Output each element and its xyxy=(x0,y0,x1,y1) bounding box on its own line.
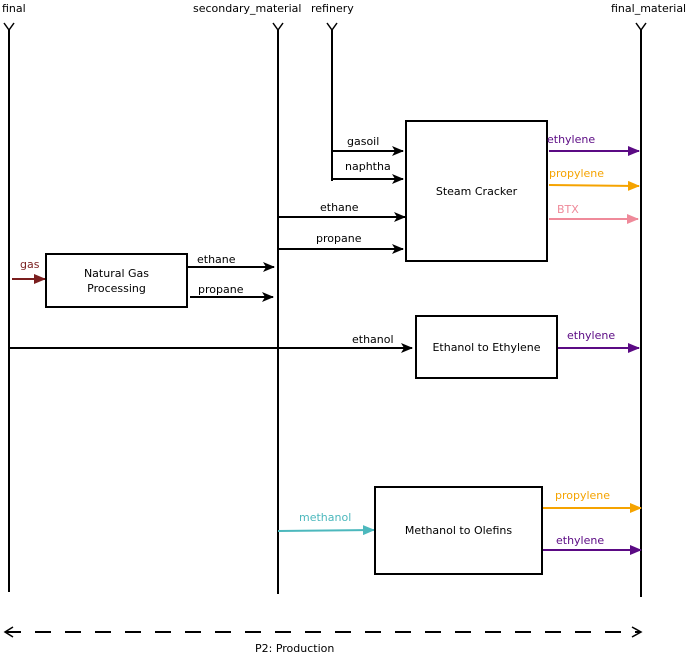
flow-label-sc-ethane: ethane xyxy=(320,201,359,214)
process-steam-cracker-label: Steam Cracker xyxy=(435,184,518,198)
flow-label-sc-ethylene: ethylene xyxy=(547,133,596,146)
flow-label-ngp-propane: propane xyxy=(198,283,244,296)
process-natural-gas-processing[interactable]: Natural Gas Processing xyxy=(45,253,188,308)
flow-label-sc-btx: BTX xyxy=(557,203,579,216)
flow-label-naphtha: naphtha xyxy=(345,160,391,173)
process-methanol-to-olefins[interactable]: Methanol to Olefins xyxy=(374,486,543,575)
flow-label-gasoil: gasoil xyxy=(347,135,380,148)
period-arrow xyxy=(3,626,643,638)
flow-label-ete-ethylene: ethylene xyxy=(567,329,616,342)
process-ethanol-to-ethylene[interactable]: Ethanol to Ethylene xyxy=(415,315,558,379)
process-ethanol-to-ethylene-label: Ethanol to Ethylene xyxy=(432,340,541,354)
process-steam-cracker[interactable]: Steam Cracker xyxy=(405,120,548,262)
lane-label-final: final xyxy=(2,2,26,15)
arrow-methanol xyxy=(277,525,375,536)
flow-label-ethanol: ethanol xyxy=(352,333,394,346)
flow-label-mto-ethylene: ethylene xyxy=(556,534,605,547)
lane-secondary-material-line xyxy=(272,22,284,594)
lane-label-secondary-material: secondary_material xyxy=(193,2,302,15)
lane-final-line xyxy=(3,22,15,592)
flow-label-ngp-ethane: ethane xyxy=(197,253,236,266)
arrow-sc-propylene xyxy=(548,180,640,191)
lane-label-refinery: refinery xyxy=(311,2,354,15)
process-methanol-to-olefins-label: Methanol to Olefins xyxy=(404,524,513,537)
flow-label-sc-propane: propane xyxy=(316,232,362,245)
period-label: P2: Production xyxy=(255,642,335,655)
flow-label-gas: gas xyxy=(20,258,40,271)
process-natural-gas-processing-label: Natural Gas Processing xyxy=(83,266,150,295)
lane-refinery-line xyxy=(326,22,338,181)
lane-final-material-line xyxy=(635,22,647,597)
flow-label-mto-propylene: propylene xyxy=(555,489,611,502)
flow-label-methanol: methanol xyxy=(299,511,352,524)
lane-label-final-material: final_material xyxy=(611,2,687,15)
flow-label-sc-propylene: propylene xyxy=(549,167,605,180)
